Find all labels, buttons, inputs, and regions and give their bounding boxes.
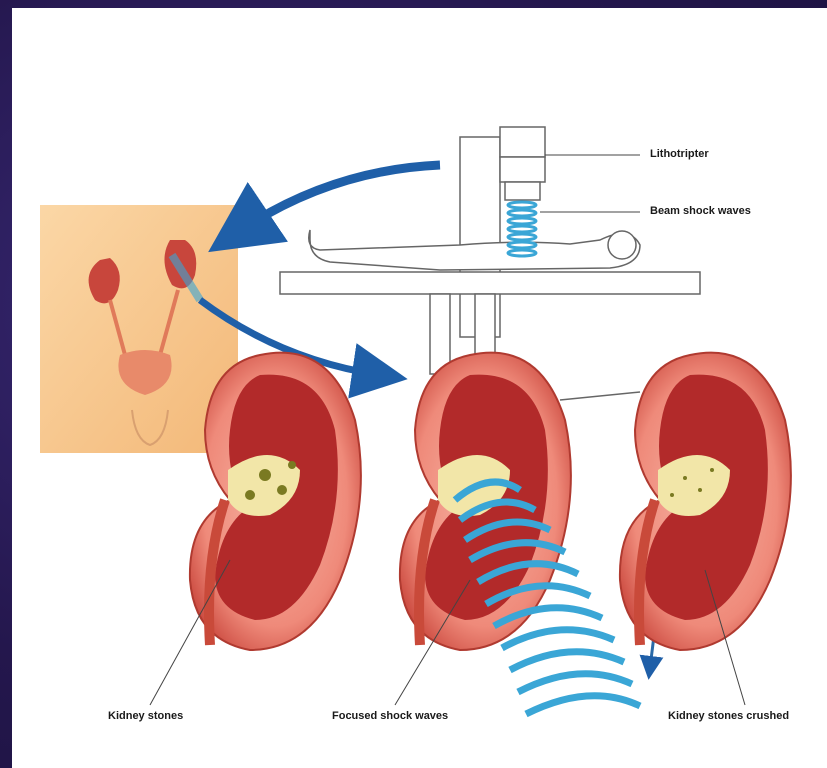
lithotripter-label: Lithotripter: [650, 148, 709, 160]
beam-shock-waves-label: Beam shock waves: [650, 205, 751, 217]
kidney-stones-crushed-label: Kidney stones crushed: [668, 710, 789, 722]
kidney-with-stones: [190, 353, 361, 650]
beam-shock-waves-coil: [508, 202, 536, 256]
kidney-stones-label: Kidney stones: [108, 710, 183, 722]
focused-shock-waves-label: Focused shock waves: [332, 710, 448, 722]
kidney-stones-crushed: [620, 353, 791, 650]
